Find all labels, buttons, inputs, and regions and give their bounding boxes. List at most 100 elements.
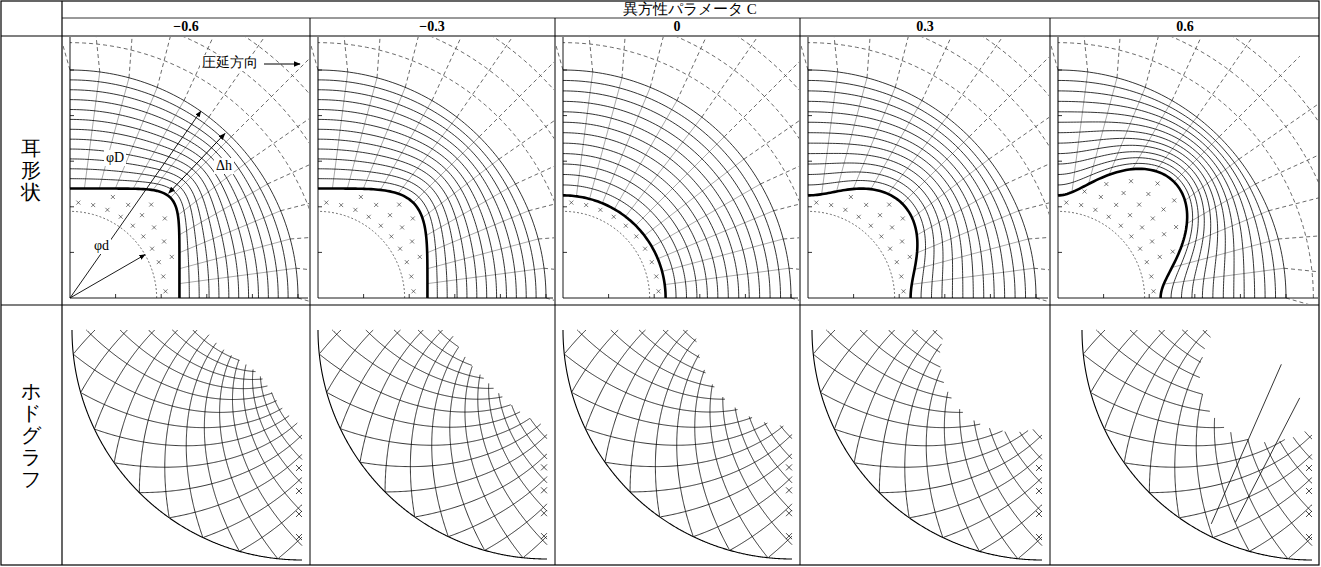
cross-mark [367,215,371,219]
hodograph-mesh [944,392,979,551]
cross-mark [409,274,413,278]
hodograph-mesh [1033,429,1042,439]
axis-tick [808,252,812,253]
cross-mark [398,247,402,251]
cross-mark [643,247,647,251]
axis-tick [500,294,501,298]
hodograph-mesh [573,393,752,427]
earing-plot [63,37,309,304]
cross-mark [1129,234,1133,238]
hodograph-mesh [489,383,547,511]
flange-ring [563,70,791,298]
hodograph-mesh [327,330,373,392]
hodograph-mesh [120,330,267,389]
axis-tick [1240,294,1241,298]
dashed-radial [1278,230,1319,239]
dashed-radial [702,37,767,117]
flange-ring [808,80,1026,298]
dashed-arc [1058,43,1313,298]
parameter-value: 0 [674,19,681,35]
cross-mark [76,201,80,205]
dashed-radial [499,94,554,159]
dashed-radial [895,37,924,87]
grid-line [1,304,1319,305]
axis-tick [944,294,945,298]
axis-tick [252,294,253,298]
hodograph-mesh [220,355,278,558]
hodograph-mesh [586,330,646,428]
direction-label: 圧延方向 [200,55,260,71]
cross-mark [374,203,378,207]
cross-mark [879,234,883,238]
flange-ring [563,164,697,298]
axis-tick [1058,161,1062,162]
cross-mark [1119,224,1123,228]
flange-ring [563,80,781,298]
axis-tick [563,252,567,253]
hodograph-mesh [749,417,792,483]
axis-tick [115,294,116,298]
axis [70,37,71,298]
flange-ring [318,159,457,298]
dashed-radial [63,37,70,70]
hodograph-mesh [879,330,937,493]
hodograph-mesh [605,426,783,467]
flange-ring [1058,158,1198,298]
hodograph-mesh [926,370,942,537]
dashed-radial [157,37,186,87]
cross-mark [657,289,661,293]
cross-mark [888,247,892,251]
cross-mark [353,208,357,212]
cross-mark [389,234,393,238]
hodograph-mesh [410,336,453,516]
axis-tick [363,294,364,298]
parameter-value: −0.6 [173,19,198,35]
dashed-arc [318,37,554,298]
dashed-radial [209,37,274,117]
flange-ring [318,70,546,298]
cross-mark [1128,213,1132,217]
flange-ring [1058,138,1218,298]
cross-mark [1140,225,1144,229]
cup-edge [70,189,179,298]
axis-tick [1103,294,1104,298]
cross-mark [400,225,404,229]
axis [563,37,564,298]
hodograph-mesh [630,330,688,492]
hodograph-arc [563,330,792,559]
dashed-radial [989,94,1049,159]
axis-tick [1058,206,1062,207]
cross-mark [1129,179,1133,183]
cross-mark [1158,255,1162,259]
axis-tick [563,161,567,162]
grid-line [62,18,1319,19]
cup-edge [1058,169,1187,298]
cross-mark [598,208,602,212]
axis-tick [454,294,455,298]
flange-ring [563,185,676,298]
cup-edge [808,189,917,298]
flange-ring [318,90,526,298]
cross-mark [149,203,153,207]
parameter-value: −0.3 [419,19,444,35]
hodograph-mesh [149,330,263,379]
axis [70,298,308,299]
hodograph-mesh [95,330,155,429]
cross-mark [162,239,166,243]
inner-circle [563,211,650,298]
hodograph-mesh [243,365,302,512]
hodograph-mesh [485,504,547,550]
hodograph-mesh [655,339,696,517]
cross-mark [786,464,792,470]
cross-mark [878,213,882,217]
hodograph-mesh [943,477,1042,537]
flange-ring [1058,91,1265,298]
leader-line [70,111,201,298]
dashed-radial [515,136,554,184]
cross-mark [900,239,904,243]
cross-mark [150,247,154,251]
flange-ring [1058,145,1211,298]
cross-mark [1306,534,1312,540]
axis-tick [1058,252,1062,253]
hodograph-mesh [821,330,868,392]
